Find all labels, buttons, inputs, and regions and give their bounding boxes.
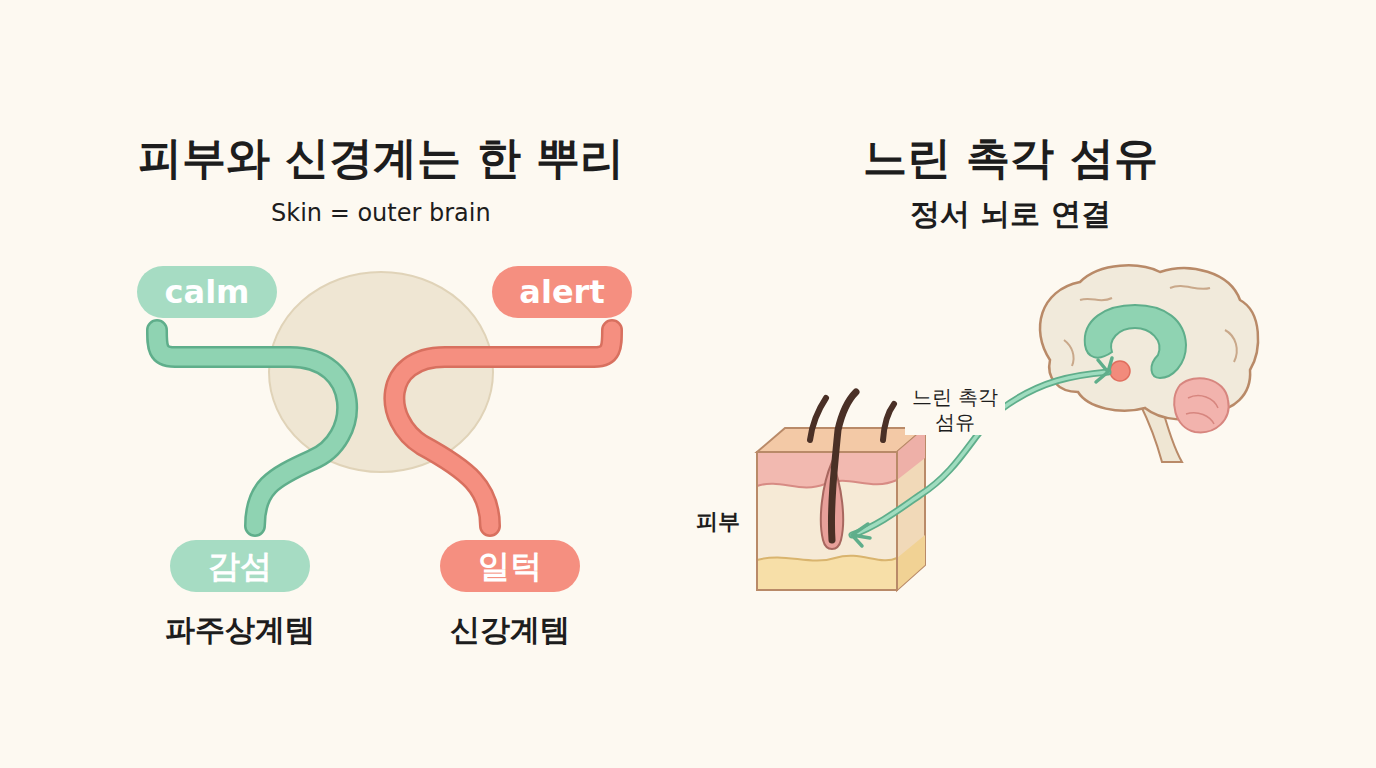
pill-caption: 신강계템 bbox=[450, 610, 570, 651]
panel-title: 느린 촉각 섬유 bbox=[863, 129, 1158, 188]
pill-caption: 파주상계템 bbox=[165, 610, 315, 651]
label-pill: alert bbox=[492, 266, 632, 318]
pill-text: 일턱 bbox=[478, 550, 542, 582]
nerve-curve bbox=[394, 330, 612, 526]
pill-text: alert bbox=[519, 276, 604, 308]
brain bbox=[1040, 265, 1258, 462]
label-pill: calm bbox=[137, 266, 277, 318]
skin-label: 피부 bbox=[696, 507, 740, 537]
label-pill: 감섬파주상계템 bbox=[170, 540, 310, 592]
fiber-label: 느린 촉각 섬유 bbox=[905, 385, 1005, 435]
root-circle bbox=[269, 272, 493, 472]
pill-text: 감섬 bbox=[208, 550, 272, 582]
panel-subtitle: 정서 뇌로 연결 bbox=[910, 194, 1111, 235]
skin-block bbox=[757, 392, 925, 590]
panel-title: 피부와 신경계는 한 뿌리 bbox=[138, 129, 624, 188]
pill-text: calm bbox=[165, 276, 250, 308]
nerve-curve bbox=[157, 330, 347, 526]
tactile-fiber bbox=[852, 358, 1112, 546]
label-pill: 일턱신강계템 bbox=[440, 540, 580, 592]
subtitle: Skin = outer brain bbox=[271, 199, 491, 227]
